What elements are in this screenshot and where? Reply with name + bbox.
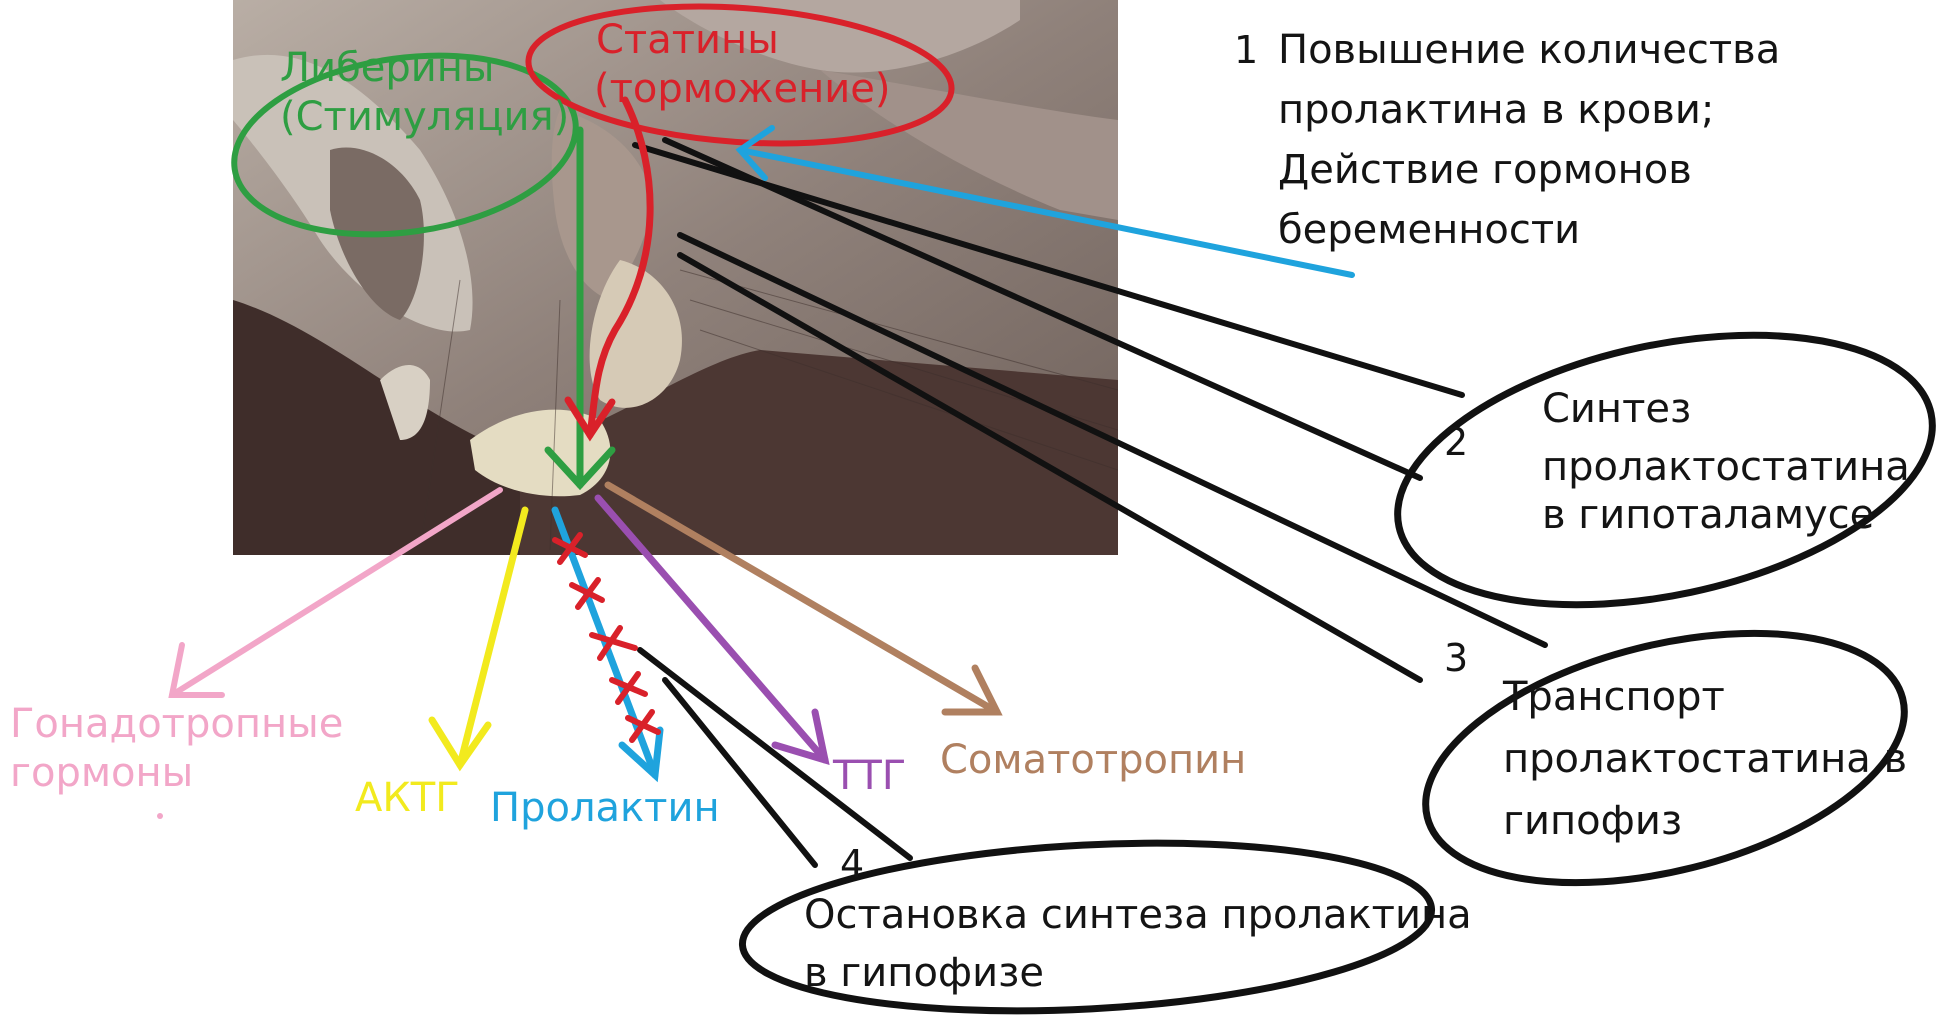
step-4-number: 4 [840, 842, 865, 886]
liberins-arrow [544, 126, 616, 491]
gonadotropic-arrow [168, 487, 503, 698]
step-3-ellipse [1422, 629, 1908, 887]
step-2-number: 2 [1444, 420, 1469, 464]
statins-label: Статины (торможение) [594, 17, 891, 112]
prolactin-label: Пролактин [490, 785, 720, 831]
step-2-text: Синтез пролактостатина в гипоталамусе [1542, 386, 1910, 538]
prolactin-block-crosses [552, 532, 661, 743]
step-1-text: Повышение количества пролактина в крови;… [1278, 27, 1781, 253]
liberins-label: Либерины (Стимуляция) [280, 45, 570, 140]
step-4-ellipse [738, 839, 1436, 1015]
step-3-text: Транспорт пролактостатина в гипофиз [1503, 674, 1908, 844]
step-1-number: 1 [1234, 28, 1259, 72]
step-2-ellipse [1394, 331, 1936, 609]
step-connector-lines [632, 137, 1548, 868]
pink-dot [157, 813, 163, 819]
tsh-arrow [594, 494, 830, 766]
somatotropin-label: Соматотропин [940, 737, 1247, 783]
liberins-ellipse [231, 52, 579, 238]
step-4-text: Остановка синтеза пролактина в гипофизе [804, 892, 1472, 996]
blood-prolactin-arrow [735, 125, 1355, 278]
statins-ellipse [525, 3, 955, 147]
somatotropin-arrow [604, 481, 1003, 716]
gonadotropic-label: Гонадотропные гормоны [10, 701, 344, 796]
anatomy-illustration [233, 0, 1118, 555]
tsh-label: ТТГ [833, 753, 907, 799]
step-3-number: 3 [1444, 636, 1469, 680]
acth-label: АКТГ [355, 775, 460, 821]
acth-arrow [428, 506, 529, 772]
statins-arrow [564, 96, 654, 442]
